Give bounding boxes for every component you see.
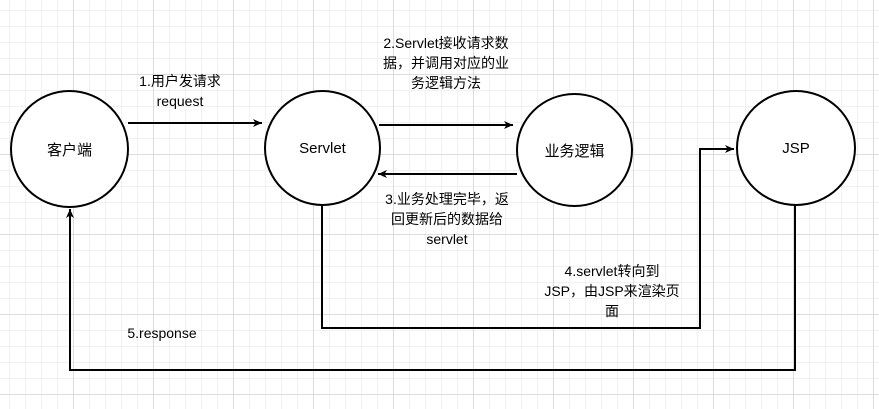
- edge-label-step4-line1: 4.servlet转向到: [564, 263, 660, 279]
- edge-label-step5: 5.response: [110, 323, 214, 343]
- edge-label-step3: 3.业务处理完毕，返 回更新后的数据给 servlet: [362, 189, 532, 249]
- edge-label-step5-line1: 5.response: [127, 325, 197, 341]
- edge-label-step4-line2: JSP，由JSP来渲染页: [544, 283, 680, 299]
- edge-label-step4-line3: 面: [605, 303, 619, 319]
- edge-label-step2-line2: 据，并调用对应的业: [383, 55, 509, 71]
- node-client[interactable]: 客户端: [10, 90, 129, 208]
- node-servlet[interactable]: Servlet: [264, 90, 381, 206]
- edge-label-step2-line3: 务逻辑方法: [411, 75, 481, 91]
- edge-label-step1-line2: request: [156, 93, 204, 109]
- edge-label-step3-line3: servlet: [426, 231, 468, 247]
- edge-label-step2: 2.Servlet接收请求数 据，并调用对应的业 务逻辑方法: [360, 33, 532, 93]
- edge-label-step3-line2: 回更新后的数据给: [391, 211, 503, 227]
- node-servlet-label: Servlet: [299, 139, 346, 157]
- node-business-logic-label: 业务逻辑: [544, 142, 605, 160]
- node-business-logic[interactable]: 业务逻辑: [516, 93, 633, 207]
- node-jsp[interactable]: JSP: [736, 90, 856, 206]
- edge-label-step1: 1.用户发请求 request: [121, 71, 239, 111]
- edge-label-step2-line1: 2.Servlet接收请求数: [383, 35, 509, 51]
- edge-servlet-to-jsp: [321, 145, 734, 329]
- node-client-label: 客户端: [46, 141, 92, 159]
- edge-label-step4: 4.servlet转向到 JSP，由JSP来渲染页 面: [524, 261, 700, 321]
- edge-label-step1-line1: 1.用户发请求: [139, 73, 221, 89]
- edge-label-step3-line1: 3.业务处理完毕，返: [385, 191, 509, 207]
- node-jsp-label: JSP: [782, 139, 810, 157]
- edge-jsp-to-client: [66, 205, 796, 371]
